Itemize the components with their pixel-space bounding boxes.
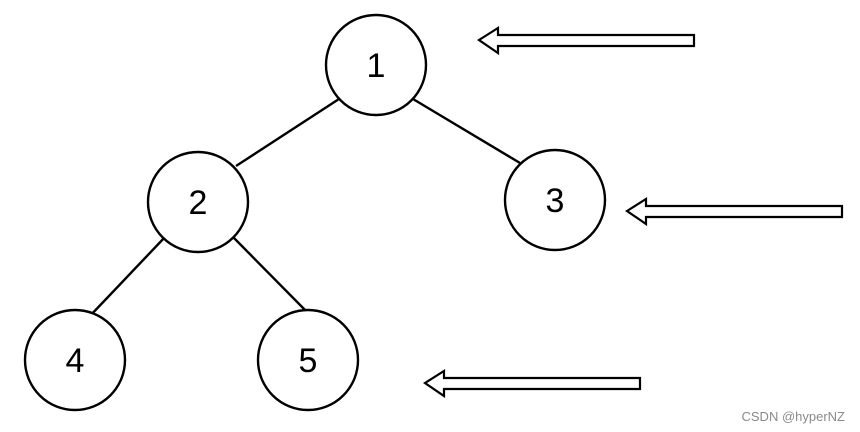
edge-1-2	[235, 97, 340, 168]
tree-node-2: 2	[146, 150, 250, 254]
tree-node-1: 1	[324, 13, 428, 117]
watermark: CSDN @hyperNZ	[741, 409, 846, 424]
left-arrow-icon	[624, 197, 844, 227]
node-label: 2	[189, 184, 208, 222]
node-label: 3	[546, 182, 565, 220]
left-arrow-icon	[476, 26, 696, 56]
edge-2-4	[87, 235, 167, 319]
tree-node-5: 5	[256, 308, 360, 412]
node-label: 1	[367, 47, 386, 85]
edge-1-3	[412, 97, 521, 165]
edge-2-5	[232, 236, 311, 316]
left-arrow-icon	[422, 369, 642, 399]
node-label: 4	[66, 342, 85, 380]
node-label: 5	[299, 342, 318, 380]
tree-node-4: 4	[23, 308, 127, 412]
tree-node-3: 3	[503, 148, 607, 252]
